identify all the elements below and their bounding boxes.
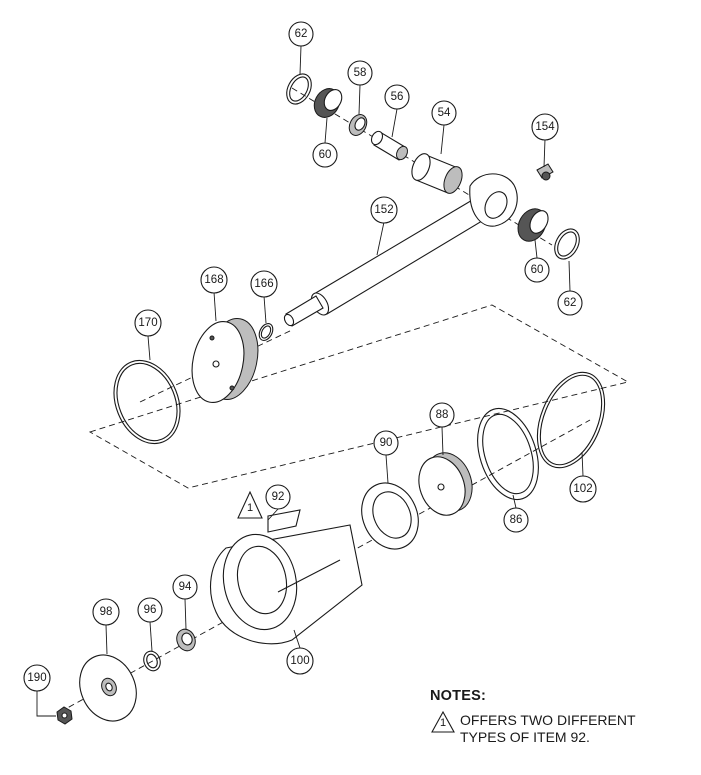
svg-text:100: 100 bbox=[290, 655, 309, 667]
note-item: 1 OFFERS TWO DIFFERENT TYPES OF ITEM 92. bbox=[430, 710, 636, 746]
piston-168 bbox=[191, 318, 259, 403]
svg-text:92: 92 bbox=[272, 491, 285, 503]
callout-154: 154 bbox=[531, 113, 559, 141]
svg-text:102: 102 bbox=[573, 483, 592, 495]
roller-bearing-60-lower bbox=[517, 208, 549, 242]
callout-102: 102 bbox=[569, 475, 597, 503]
svg-text:166: 166 bbox=[254, 278, 273, 290]
callout-56: 56 bbox=[384, 84, 410, 110]
bushing-54 bbox=[411, 153, 463, 194]
svg-text:154: 154 bbox=[535, 121, 555, 133]
svg-text:62: 62 bbox=[564, 297, 577, 309]
o-ring-62-top bbox=[286, 73, 312, 105]
svg-text:54: 54 bbox=[438, 107, 451, 119]
svg-text:62: 62 bbox=[295, 28, 308, 40]
svg-text:170: 170 bbox=[138, 317, 157, 329]
nut-94 bbox=[176, 628, 196, 652]
svg-text:94: 94 bbox=[179, 581, 192, 593]
callout-152: 152 bbox=[370, 196, 398, 224]
callout-190: 190 bbox=[23, 664, 51, 692]
note-warning-triangle-icon: 1 bbox=[431, 710, 455, 733]
svg-text:60: 60 bbox=[531, 264, 544, 276]
cylinder-100 bbox=[210, 509, 363, 645]
rod-152 bbox=[283, 173, 518, 327]
callout-88: 88 bbox=[429, 402, 455, 428]
callout-60-lower: 60 bbox=[524, 257, 550, 283]
svg-text:98: 98 bbox=[100, 606, 113, 618]
seal-ring-86 bbox=[477, 407, 539, 501]
note-text-line-1: OFFERS TWO DIFFERENT bbox=[460, 712, 636, 728]
callout-86: 86 bbox=[503, 507, 529, 533]
callout-58: 58 bbox=[347, 60, 373, 86]
grease-fitting-154 bbox=[536, 163, 554, 181]
piston-88 bbox=[418, 452, 473, 516]
svg-text:1: 1 bbox=[440, 717, 446, 729]
notes-block: NOTES: 1 OFFERS TWO DIFFERENT TYPES OF I… bbox=[430, 688, 636, 746]
callout-170: 170 bbox=[134, 309, 162, 337]
svg-text:56: 56 bbox=[391, 91, 404, 103]
o-ring-102 bbox=[536, 371, 606, 469]
svg-text:96: 96 bbox=[144, 604, 157, 616]
o-ring-62-lower bbox=[554, 228, 580, 260]
sleeve-56 bbox=[370, 130, 409, 161]
svg-text:86: 86 bbox=[510, 514, 523, 526]
callout-54: 54 bbox=[431, 100, 457, 126]
callout-92: 92 bbox=[265, 484, 291, 510]
washer-90 bbox=[361, 482, 419, 550]
svg-text:190: 190 bbox=[27, 672, 46, 684]
callout-62-top: 62 bbox=[288, 21, 314, 47]
callout-94: 94 bbox=[172, 574, 198, 600]
callout-166: 166 bbox=[250, 270, 278, 298]
assembly-group-outline bbox=[88, 304, 630, 489]
svg-text:58: 58 bbox=[354, 67, 367, 79]
callout-96: 96 bbox=[137, 597, 163, 623]
svg-text:168: 168 bbox=[204, 274, 223, 286]
leader-lines bbox=[36, 45, 584, 717]
lock-nut-190 bbox=[56, 706, 73, 725]
o-ring-166 bbox=[258, 323, 274, 341]
callout-60-top: 60 bbox=[312, 142, 338, 168]
note-text-line-2: TYPES OF ITEM 92. bbox=[460, 729, 590, 745]
callout-62-lower: 62 bbox=[557, 290, 583, 316]
washer-96 bbox=[143, 650, 161, 672]
callout-98: 98 bbox=[92, 598, 120, 626]
callout-90: 90 bbox=[373, 430, 399, 456]
roller-bearing-60-top bbox=[313, 88, 343, 118]
seal-58 bbox=[348, 114, 368, 136]
callout-168: 168 bbox=[200, 266, 228, 294]
end-cap-98 bbox=[79, 654, 137, 722]
warning-triangle-number: 1 bbox=[247, 502, 253, 514]
callout-100: 100 bbox=[286, 647, 314, 675]
svg-text:60: 60 bbox=[319, 149, 332, 161]
svg-text:152: 152 bbox=[374, 204, 393, 216]
svg-text:88: 88 bbox=[436, 409, 449, 421]
o-ring-170 bbox=[113, 359, 181, 445]
svg-text:90: 90 bbox=[380, 437, 393, 449]
warning-triangle-marker: 1 bbox=[237, 490, 263, 519]
notes-title: NOTES: bbox=[430, 688, 486, 704]
